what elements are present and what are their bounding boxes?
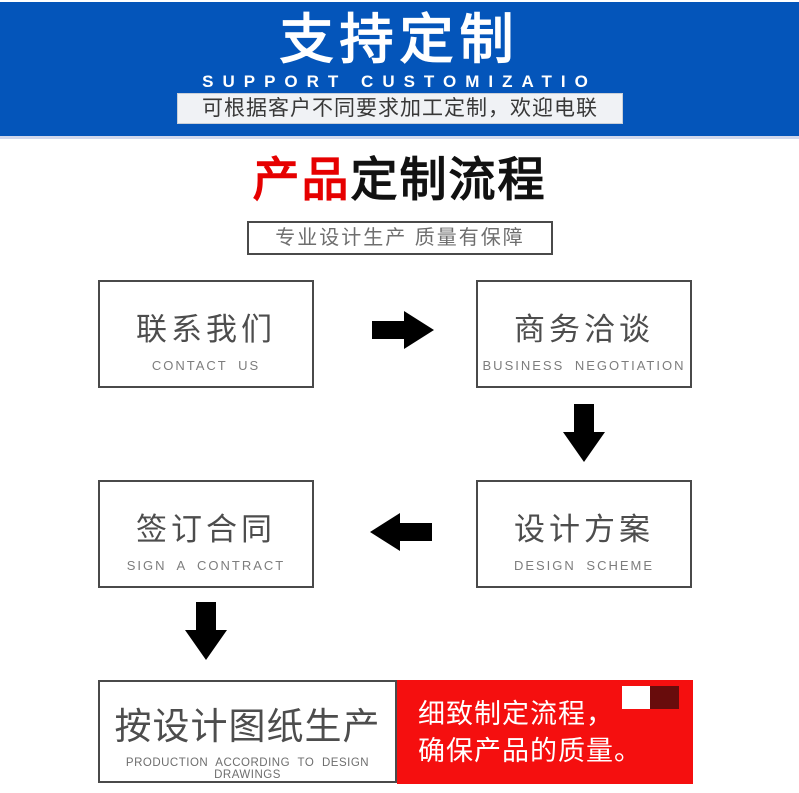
decor-square-dark [650,686,679,709]
flow-step-cn-label: 设计方案 [514,512,654,547]
section-title: 产品定制流程 [0,152,799,208]
flow-step-business-negotiation: 商务洽谈 BUSINESS NEGOTIATION [476,280,692,388]
quality-note-line2: 确保产品的质量。 [418,736,642,766]
flow-step-cn-label: 商务洽谈 [514,312,654,347]
flow-step-en-label: DESIGN SCHEME [513,558,655,573]
decor-square-white [622,686,651,709]
flow-step-production: 按设计图纸生产 PRODUCTION ACCORDING TO DESIGN D… [98,680,397,783]
section-subtitle: 专业设计生产 质量有保障 [247,221,553,255]
arrow-right-icon [372,311,434,349]
flow-step-design-scheme: 设计方案 DESIGN SCHEME [476,480,692,588]
hero-title: 支持定制 [279,10,520,70]
arrow-down-icon [563,404,605,462]
flow-step-en-label: CONTACT US [151,358,261,373]
flow-step-cn-label: 签订合同 [136,512,276,547]
hero-subtitle: SUPPORT CUSTOMIZATIO [202,72,597,91]
arrow-down-icon [185,602,227,660]
flow-step-en-label: PRODUCTION ACCORDING TO DESIGN DRAWINGS [125,757,370,781]
flow-step-contact-us: 联系我们 CONTACT US [98,280,314,388]
quality-note-line1: 细致制定流程， [418,699,614,729]
section-title-accent: 产品 [252,153,351,206]
hero-banner: 支持定制 SUPPORT CUSTOMIZATIO 可根据客户不同要求加工定制，… [0,2,799,136]
flow-step-en-label: BUSINESS NEGOTIATION [482,358,686,373]
flow-step-cn-label: 按设计图纸生产 [114,706,381,747]
flow-step-sign-a-contract: 签订合同 SIGN A CONTRACT [98,480,314,588]
hero-note: 可根据客户不同要求加工定制，欢迎电联 [177,93,623,124]
flow-step-en-label: SIGN A CONTRACT [126,558,286,573]
arrow-left-icon [370,513,432,551]
quality-note-box: 细致制定流程， 确保产品的质量。 [397,680,693,784]
flow-step-cn-label: 联系我们 [136,312,276,347]
section-title-rest: 定制流程 [350,153,547,206]
